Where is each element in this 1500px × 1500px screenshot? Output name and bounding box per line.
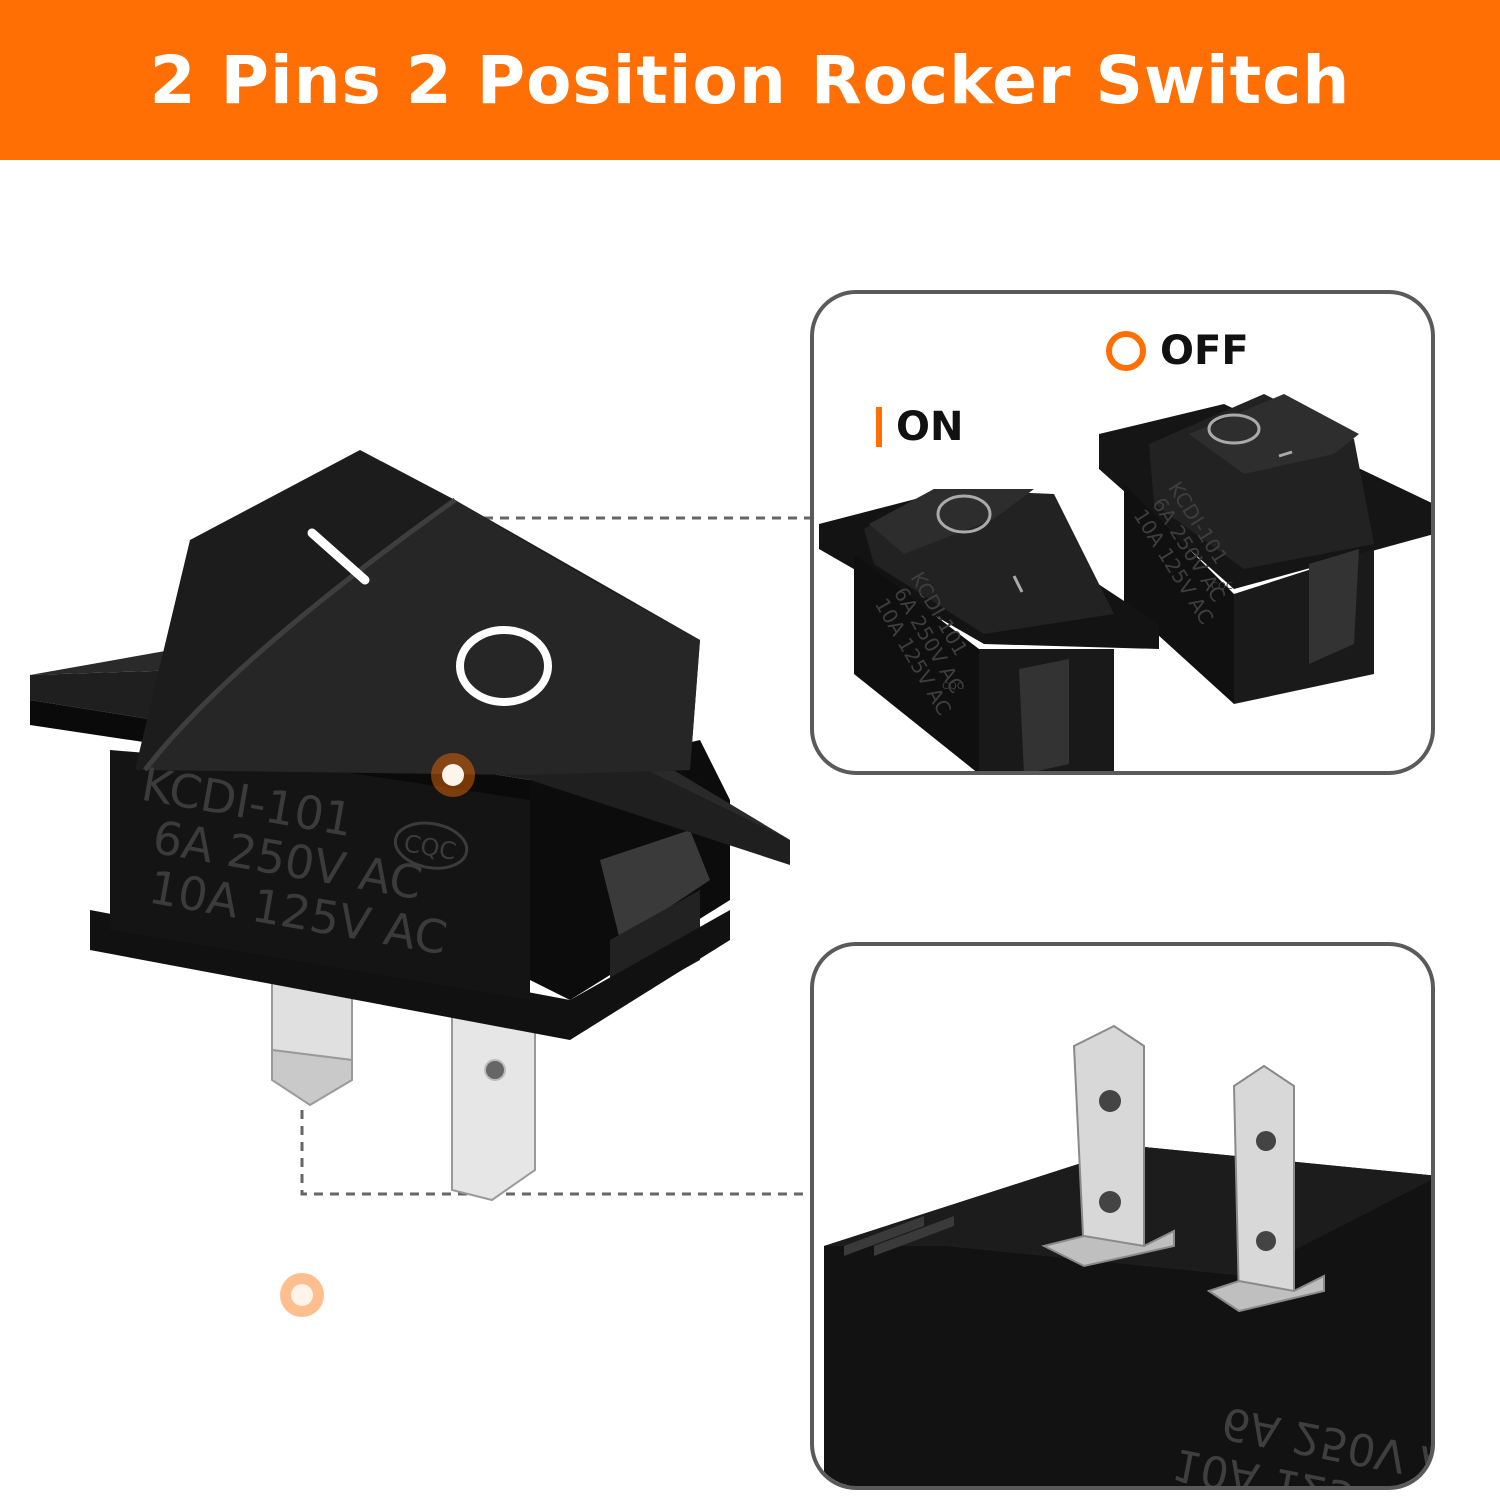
- on-symbol-icon: [307, 528, 370, 585]
- on-switch-o-icon: [936, 494, 992, 534]
- title-banner: 2 Pins 2 Position Rocker Switch: [0, 0, 1500, 160]
- off-symbol-icon: [456, 626, 552, 706]
- on-label: ON: [896, 404, 964, 450]
- state-callout-box: OFF ON KCDI-101 6A 250V AC 10A 125V AC: [810, 290, 1435, 775]
- off-cert-mark: CQC: [1211, 581, 1233, 592]
- on-switch-i-icon: [1012, 575, 1024, 593]
- off-label: OFF: [1160, 328, 1249, 374]
- on-switch: KCDI-101 6A 250V AC 10A 125V AC CQC: [819, 489, 1159, 771]
- main-switch-illustration: KCDI-101 6A 250V AC 10A 125V AC CQC: [30, 450, 790, 1317]
- off-legend: OFF: [1106, 328, 1249, 374]
- page-title: 2 Pins 2 Position Rocker Switch: [149, 41, 1351, 119]
- on-bar-icon: [876, 407, 882, 447]
- off-switch-i-icon: [1278, 450, 1293, 458]
- off-ring-icon: [1106, 331, 1146, 371]
- off-switch: KCDI-101 6A 250V AC 10A 125V AC CQC: [1099, 394, 1431, 704]
- closeup-pins: [1041, 1024, 1325, 1313]
- pins-callout-box: 10A 125V AC 6A 250V AC: [810, 942, 1435, 1490]
- leader-line-bottom: [300, 1110, 812, 1196]
- on-legend: ON: [876, 404, 963, 450]
- on-cert-mark: CQC: [942, 681, 964, 692]
- on-off-switches-illustration: KCDI-101 6A 250V AC 10A 125V AC CQC KCDI…: [819, 394, 1431, 771]
- off-switch-o-icon: [1207, 413, 1261, 445]
- pins-closeup-illustration: 10A 125V AC 6A 250V AC: [824, 1024, 1431, 1486]
- product-stage: KCDI-101 6A 250V AC 10A 125V AC CQC OFF …: [0, 160, 1500, 1500]
